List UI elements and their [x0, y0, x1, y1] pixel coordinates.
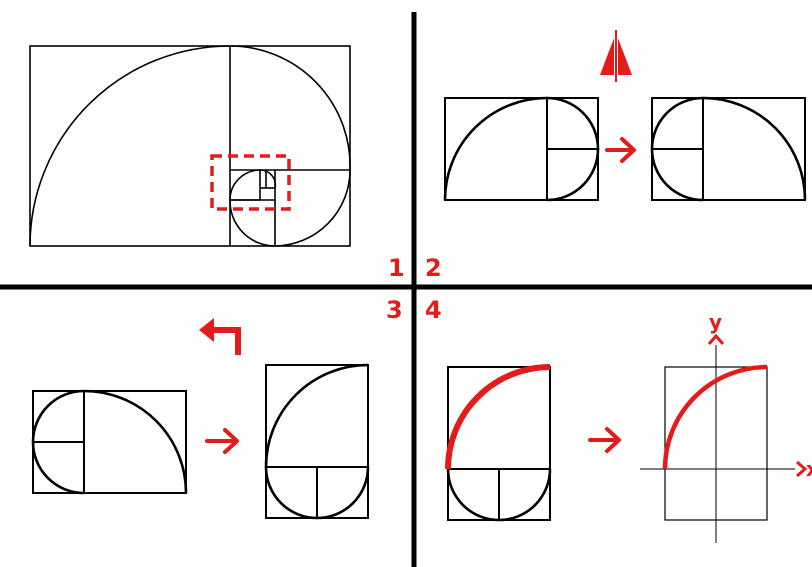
- quadrant-label-4: 4: [425, 296, 442, 324]
- spiral-section-mirrored: [650, 96, 807, 202]
- highlight-box: [210, 154, 291, 211]
- right-arrow-icon: [588, 427, 621, 453]
- x-axis-label: x: [806, 457, 812, 481]
- rotate-left-arrow-icon: [199, 318, 241, 355]
- quadrant-label-1: 1: [388, 254, 405, 282]
- y-axis-arrow-icon: [707, 333, 725, 345]
- golden-spiral-rectangle: [29, 45, 351, 247]
- coordinate-plot: y x: [640, 310, 812, 543]
- golden-spiral-curve: [29, 45, 351, 247]
- quadrant-label-3: 3: [386, 296, 403, 324]
- spiral-section-before-rotation: [31, 389, 188, 495]
- quadrant-label-2: 2: [425, 254, 442, 282]
- spiral-section-rotated: [264, 363, 370, 520]
- spiral-section-highlighted-curve: [446, 366, 552, 522]
- mirror-flip-icon: [600, 30, 632, 82]
- x-axis-arrow-icon: [796, 460, 808, 478]
- y-axis-label: y: [709, 310, 722, 334]
- spiral-section-original: [443, 96, 600, 202]
- right-arrow-icon: [205, 428, 239, 454]
- plotted-curve: [662, 364, 768, 470]
- highlighted-quarter-curve: [445, 364, 551, 470]
- right-arrow-icon: [605, 137, 636, 163]
